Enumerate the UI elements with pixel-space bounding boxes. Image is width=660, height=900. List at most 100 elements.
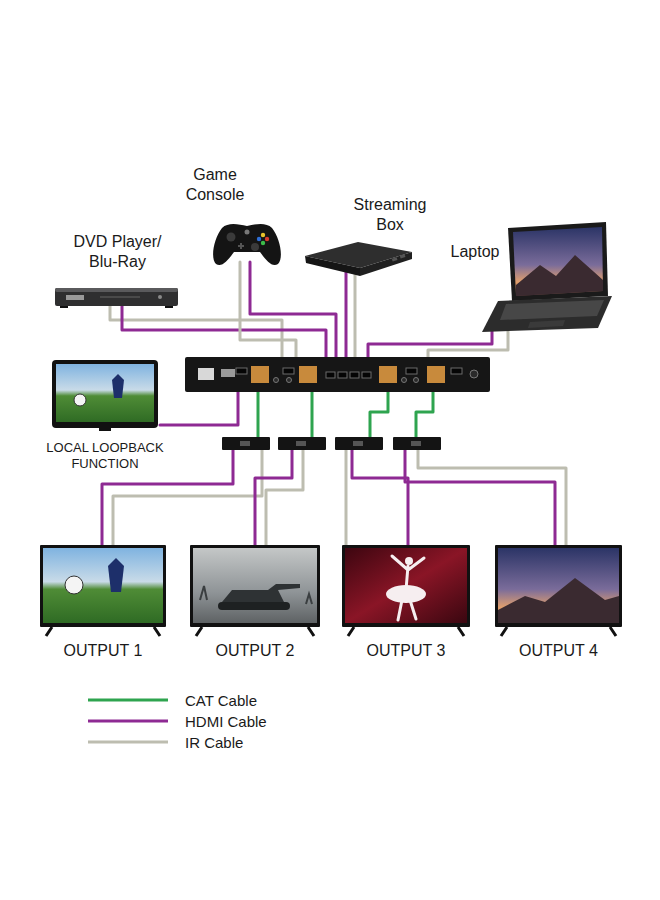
tv-screen <box>43 548 163 623</box>
tv-legs <box>46 627 160 636</box>
legend-line <box>88 741 168 744</box>
output-tv: OUTPUT 1 <box>40 545 166 663</box>
ir-jack <box>414 378 419 383</box>
output-label: OUTPUT 2 <box>190 641 320 661</box>
ir-cable <box>266 450 303 545</box>
source-device: Laptop <box>443 220 615 332</box>
cat-cable <box>416 392 433 437</box>
cat-cable <box>257 392 260 437</box>
tv-bezel <box>495 545 622 627</box>
player-figure <box>108 558 124 592</box>
receiver-port <box>411 441 421 446</box>
ir-jack <box>287 378 292 383</box>
audio-jacks <box>274 370 479 383</box>
tv-screen <box>345 548 467 623</box>
dvd-body <box>55 288 178 306</box>
dvd-tray <box>100 296 140 298</box>
matrix-housing <box>185 357 490 392</box>
controller-logo <box>245 230 250 235</box>
source-device: Game Console <box>175 165 285 267</box>
hdmi-port <box>326 372 335 378</box>
hdmi-cable <box>160 392 238 425</box>
streaming-box-icon <box>305 242 412 276</box>
box-port <box>392 257 398 261</box>
output-label: OUTPUT 1 <box>40 641 166 661</box>
screen-mountain <box>516 255 603 296</box>
legend-line <box>88 699 168 702</box>
legend-text: HDMI Cable <box>185 711 267 732</box>
controller-stick <box>227 233 236 242</box>
power-jack <box>470 370 478 378</box>
device-label: Game Console <box>175 165 255 205</box>
hdbaset-port <box>427 366 445 383</box>
legend: CAT CableHDMI CableIR Cable <box>185 690 267 753</box>
receiver-port <box>240 441 250 446</box>
tv-screen <box>498 548 619 623</box>
player-figure <box>112 374 124 398</box>
laptop-lid <box>508 222 608 301</box>
tv-bezel <box>190 545 320 627</box>
output-tv-2 <box>190 545 320 636</box>
monitor-bezel <box>52 360 158 428</box>
dvd-player-icon <box>55 288 178 308</box>
terminal-block <box>221 369 235 377</box>
dvd-top <box>55 288 178 292</box>
hdmi-cable <box>250 262 336 357</box>
hdbaset-port <box>379 366 397 383</box>
soldier-figures <box>200 586 312 604</box>
ir-cable <box>345 450 348 545</box>
hdmi-ports <box>236 368 462 378</box>
tv-legs <box>501 627 616 636</box>
device-label: DVD Player/ Blu-Ray <box>60 232 175 272</box>
controller-button <box>265 237 269 241</box>
dancer-head <box>405 557 413 565</box>
source-device: DVD Player/ Blu-Ray <box>50 232 185 310</box>
dvd-display <box>66 295 84 300</box>
loopback-monitor-icon <box>52 360 158 431</box>
output-tv: OUTPUT 2 <box>190 545 320 663</box>
ir-jack <box>402 378 407 383</box>
tv-bezel <box>342 545 470 627</box>
game-controller-icon <box>213 224 281 265</box>
controller-button <box>261 233 265 237</box>
controller-stick <box>251 243 259 251</box>
tank-silhouette <box>222 584 300 602</box>
hdbaset-port <box>251 366 269 383</box>
tv-screen <box>193 548 317 623</box>
output-tv-3 <box>342 545 470 636</box>
output-tv: OUTPUT 3 <box>342 545 470 663</box>
legend-text: CAT Cable <box>185 690 267 711</box>
controller-body <box>213 224 281 265</box>
dvd-foot <box>165 306 173 308</box>
hdmi-port <box>350 372 359 378</box>
device-label: Laptop <box>443 242 507 262</box>
tv-bezel <box>40 545 166 627</box>
output-label: OUTPUT 3 <box>342 641 470 661</box>
hdmi-port <box>283 368 294 374</box>
hdbaset-receivers <box>222 437 441 450</box>
soccer-ball <box>74 394 86 406</box>
device-label: LOCAL LOOPBACK FUNCTION <box>35 440 175 473</box>
hdmi-cable <box>255 450 292 545</box>
monitor-screen <box>56 364 154 422</box>
hdmi-matrix-switch <box>185 357 490 392</box>
tv-legs <box>196 627 314 636</box>
ir-cable <box>418 450 566 545</box>
hdmi-port <box>338 372 347 378</box>
cat-cable <box>370 392 388 437</box>
tv-legs <box>348 627 464 636</box>
receiver-box <box>393 437 441 450</box>
output-tv-1 <box>40 545 166 636</box>
controller-button <box>261 241 265 245</box>
box-side <box>360 252 412 276</box>
legend-line <box>88 720 168 723</box>
output-tv-4 <box>495 545 622 636</box>
legend-text: IR Cable <box>185 732 267 753</box>
laptop-keyboard <box>500 300 604 320</box>
box-port <box>400 254 406 258</box>
receiver-box <box>222 437 270 450</box>
hdmi-port <box>236 368 247 374</box>
soccer-ball <box>65 576 83 594</box>
laptop-touchpad <box>528 320 565 328</box>
